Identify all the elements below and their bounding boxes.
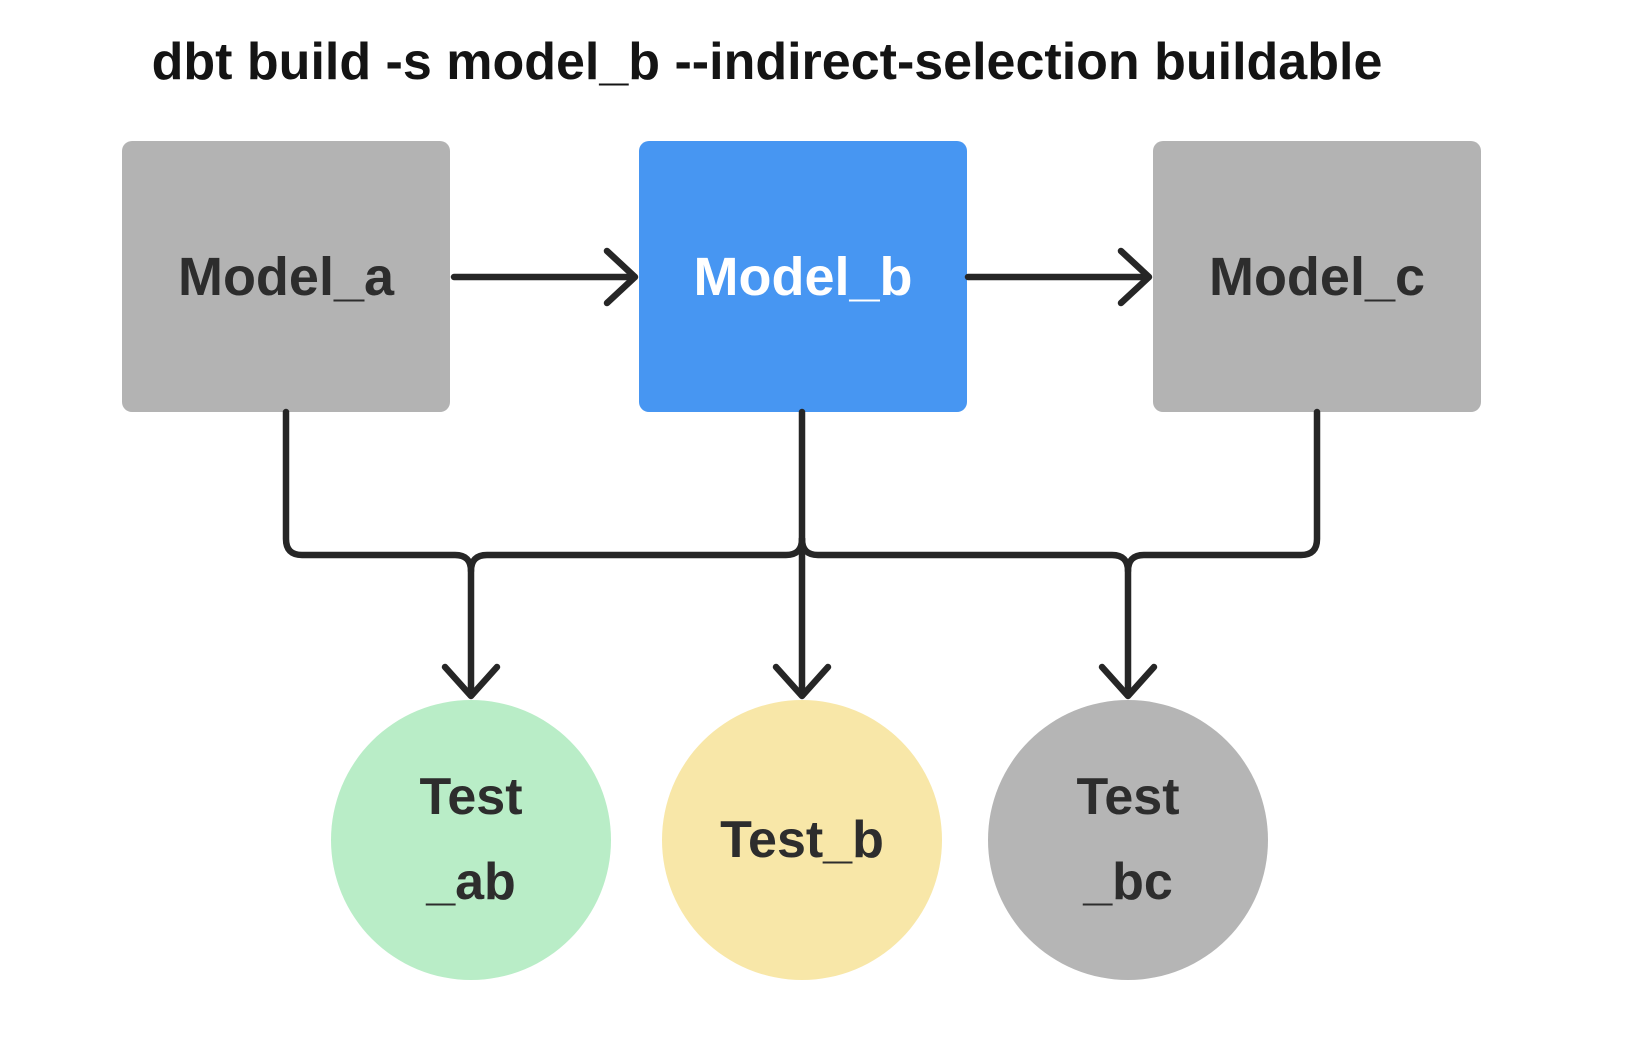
- model-c-node: Model_c: [1153, 141, 1481, 412]
- test-ab-label: Test _ab: [419, 755, 522, 925]
- test-bc-label-line2: _bc: [1083, 853, 1173, 911]
- model-b-node: Model_b: [639, 141, 967, 412]
- bus-left-segment: [467, 535, 806, 575]
- model-c-label: Model_c: [1208, 246, 1426, 307]
- command-title: dbt build -s model_b --indirect-selectio…: [151, 33, 1383, 91]
- test-b-node: Test_b: [662, 700, 942, 980]
- test-b-label-line1: Test_b: [720, 810, 884, 869]
- connector-model-c-to-test-bc: [1124, 408, 1321, 696]
- bus-right-segment: [798, 535, 1132, 575]
- arrowhead-test-bc-icon: [1098, 663, 1158, 700]
- test-bc-label: Test _bc: [1076, 755, 1179, 925]
- arrowhead-test-ab-icon: [441, 663, 501, 700]
- model-a-label: Model_a: [177, 246, 395, 307]
- model-a-node: Model_a: [122, 141, 450, 412]
- test-ab-node: Test _ab: [331, 700, 611, 980]
- test-ab-label-line2: _ab: [426, 853, 516, 911]
- test-b-label: Test_b: [720, 798, 884, 883]
- test-bc-node: Test _bc: [988, 700, 1268, 980]
- test-bc-label-line1: Test: [1076, 768, 1180, 826]
- test-ab-label-line1: Test: [419, 768, 523, 826]
- arrow-model-b-to-model-c-head-icon: [1117, 247, 1153, 307]
- arrow-model-a-to-model-b-head-icon: [603, 247, 639, 307]
- connector-model-a-to-test-ab: [282, 408, 475, 696]
- arrowhead-test-b-icon: [772, 663, 832, 700]
- model-b-label: Model_b: [693, 246, 913, 307]
